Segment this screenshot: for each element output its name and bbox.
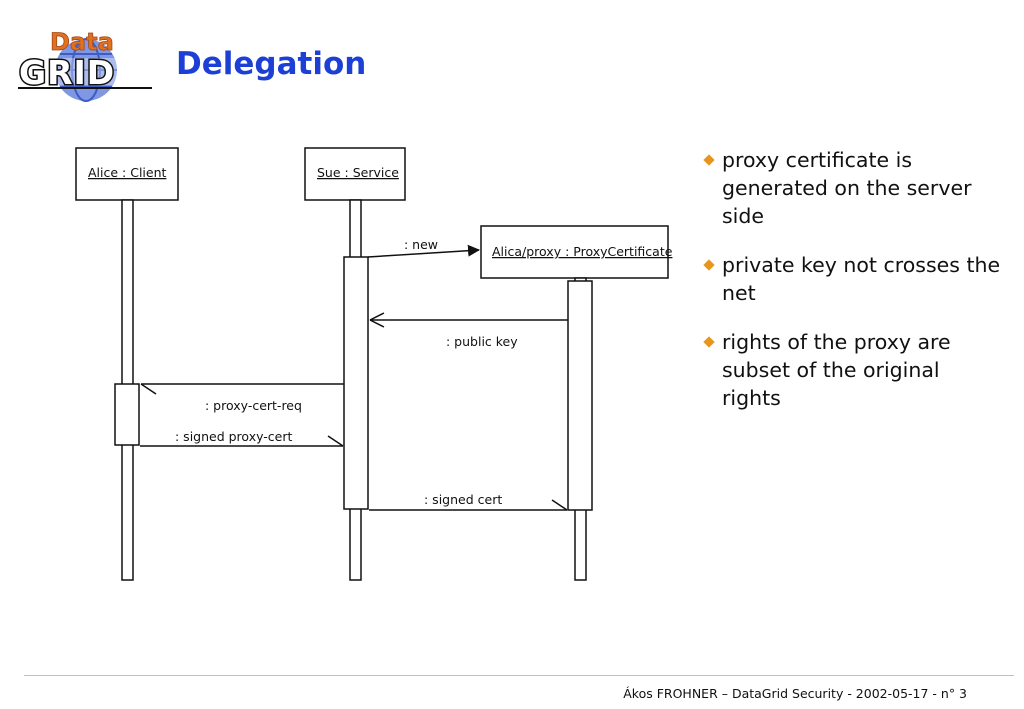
message-new: : new bbox=[367, 237, 480, 258]
bullet-text: rights of the proxy are subset of the or… bbox=[722, 330, 951, 410]
message-signed-cert-label: : signed cert bbox=[424, 492, 502, 507]
datagrid-logo: Data GRID bbox=[18, 30, 152, 102]
bullet-text: private key not crosses the net bbox=[722, 253, 1001, 305]
lifeline-sue: Sue : Service bbox=[304, 147, 406, 581]
bullet-item: rights of the proxy are subset of the or… bbox=[702, 328, 1002, 412]
slide-title: Delegation bbox=[176, 46, 367, 82]
message-public-key: : public key bbox=[369, 312, 568, 349]
bullet-item: private key not crosses the net bbox=[702, 251, 1002, 307]
message-proxy-cert-req: : proxy-cert-req bbox=[140, 383, 344, 413]
sequence-diagram: Alice : Client Sue : Service Alica/proxy… bbox=[75, 147, 673, 581]
message-public-key-label: : public key bbox=[446, 334, 518, 349]
lifeline-alice-label: Alice : Client bbox=[88, 165, 167, 180]
footer-divider bbox=[24, 675, 1014, 676]
lifeline-proxy: Alica/proxy : ProxyCertificate bbox=[480, 225, 673, 581]
logo-grid-text: GRID bbox=[19, 53, 115, 92]
diamond-bullet-icon bbox=[703, 336, 715, 348]
footer-text: Ákos FROHNER – DataGrid Security - 2002-… bbox=[623, 686, 967, 701]
lifeline-alice: Alice : Client bbox=[75, 147, 179, 581]
diamond-bullet-icon bbox=[703, 154, 715, 166]
message-signed-cert: : signed cert bbox=[369, 492, 568, 511]
message-signed-proxy-cert-label: : signed proxy-cert bbox=[175, 429, 292, 444]
message-new-label: : new bbox=[404, 237, 438, 252]
bullet-item: proxy certificate is generated on the se… bbox=[702, 146, 1002, 230]
lifeline-sue-label: Sue : Service bbox=[317, 165, 399, 180]
logo-data-text: Data bbox=[50, 30, 114, 56]
message-signed-proxy-cert: : signed proxy-cert bbox=[140, 429, 344, 447]
bullet-text: proxy certificate is generated on the se… bbox=[722, 148, 972, 228]
message-proxy-cert-req-label: : proxy-cert-req bbox=[205, 398, 302, 413]
bullet-list: proxy certificate is generated on the se… bbox=[702, 146, 1002, 433]
diamond-bullet-icon bbox=[703, 259, 715, 271]
lifeline-proxy-label: Alica/proxy : ProxyCertificate bbox=[492, 244, 673, 259]
